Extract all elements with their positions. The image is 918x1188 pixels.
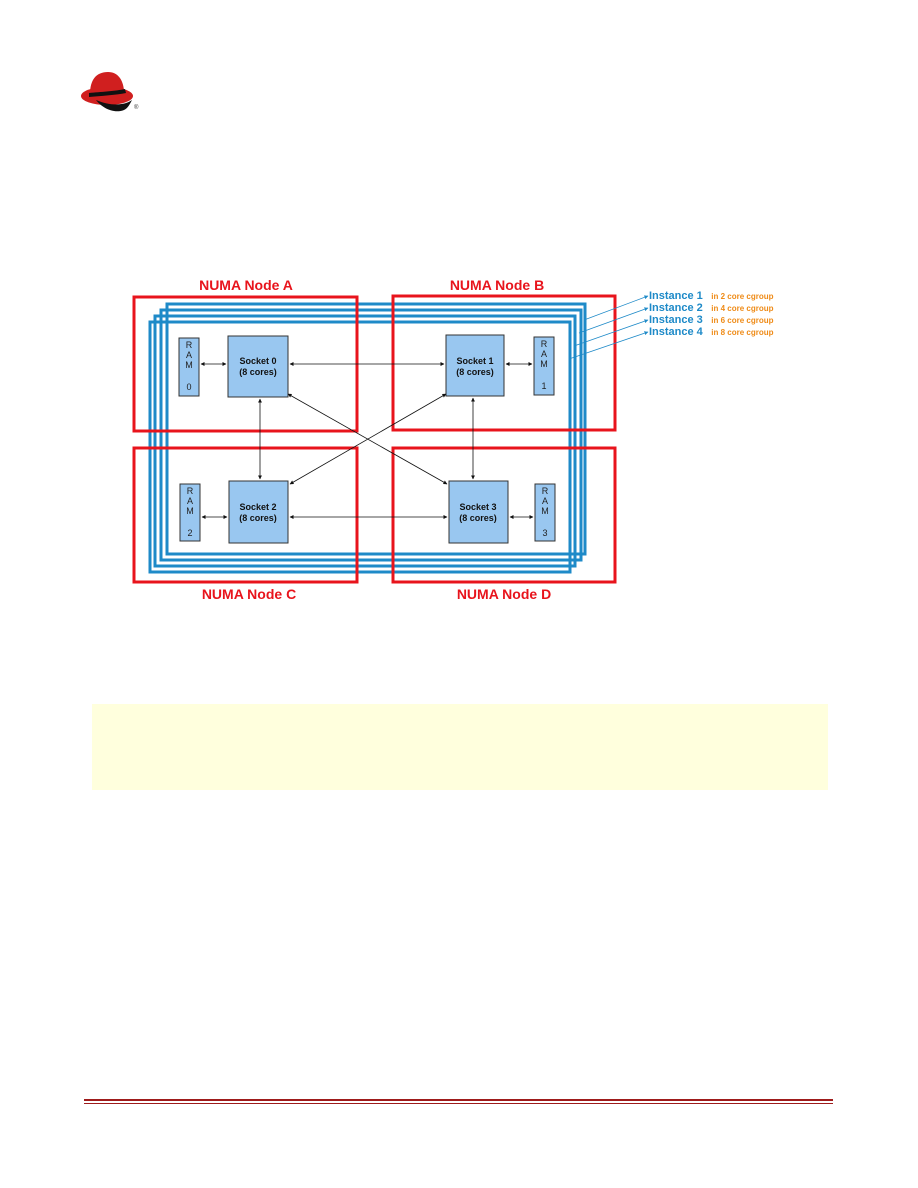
instance-leader-lines: [568, 295, 649, 360]
ram-0-box: [178, 337, 200, 397]
leader-instance-3: [573, 319, 649, 347]
socket-2-cores: (8 cores): [239, 513, 277, 523]
instance-2-label: Instance 2 in 4 core cgroup: [649, 298, 774, 315]
ram-0-letter-a: A: [186, 350, 192, 360]
socket-boxes: [227, 334, 509, 544]
leader-instance-1: [583, 295, 649, 321]
ram-3-letter-m: M: [541, 506, 549, 516]
socket-0-name: Socket 0: [239, 356, 276, 366]
instance-1-label: Instance 1 in 2 core cgroup: [649, 286, 774, 303]
numa-node-d-label: NUMA Node D: [457, 586, 551, 602]
ram-boxes: [178, 336, 556, 542]
ram-3-letter-a: A: [542, 496, 548, 506]
ram-2-letter-m: M: [186, 506, 194, 516]
cgroup-outline-instance-3: [153, 314, 577, 568]
socket-3-box: [448, 480, 509, 544]
redhat-logo-icon: ®: [81, 72, 139, 112]
ram-0-letter-r: R: [186, 340, 193, 350]
cgroup-instance-outlines: [148, 302, 587, 574]
cgroup-outline-instance-2: [159, 308, 583, 562]
ram-2-letter-a: A: [187, 496, 193, 506]
ram-0-index: 0: [186, 382, 191, 392]
numa-node-b-label: NUMA Node B: [450, 277, 544, 293]
socket-2-name: Socket 2: [239, 502, 276, 512]
face-shadow: [96, 100, 132, 112]
socket-3-name: Socket 3: [459, 502, 496, 512]
note-box: [92, 704, 828, 790]
ram-0-letter-m: M: [185, 360, 193, 370]
ram-1-letter-r: R: [541, 339, 548, 349]
arrow-socket1-socket2: [289, 393, 447, 485]
numa-node-c-label: NUMA Node C: [202, 586, 296, 602]
socket-0-box: [227, 335, 289, 398]
hat-crown: [90, 72, 124, 94]
ram-1-index: 1: [541, 381, 546, 391]
ram-3-index: 3: [542, 528, 547, 538]
instance-3-label: Instance 3 in 6 core cgroup: [649, 310, 774, 327]
socket-1-cores: (8 cores): [456, 367, 494, 377]
interconnect-arrows: [200, 362, 534, 519]
leader-instance-2: [578, 307, 649, 334]
ram-3-box: [534, 483, 556, 542]
socket-3-cores: (8 cores): [459, 513, 497, 523]
ram-1-letter-a: A: [541, 349, 547, 359]
footer-rule-thin: [84, 1103, 833, 1104]
ram-2-letter-r: R: [187, 486, 194, 496]
instance-4-label: Instance 4 in 8 core cgroup: [649, 322, 774, 339]
ram-3-letter-r: R: [542, 486, 549, 496]
socket-2-box: [228, 480, 289, 544]
trademark-mark: ®: [134, 104, 139, 111]
ram-2-box: [179, 483, 201, 542]
ram-1-letter-m: M: [540, 359, 548, 369]
hat-band: [89, 89, 126, 97]
footer-rule-thick: [84, 1099, 833, 1101]
ram-2-index: 2: [187, 528, 192, 538]
socket-1-box: [445, 334, 505, 397]
socket-1-name: Socket 1: [456, 356, 493, 366]
leader-instance-4: [568, 331, 649, 360]
ram-1-box: [533, 336, 555, 396]
socket-0-cores: (8 cores): [239, 367, 277, 377]
numa-node-a-label: NUMA Node A: [199, 277, 293, 293]
